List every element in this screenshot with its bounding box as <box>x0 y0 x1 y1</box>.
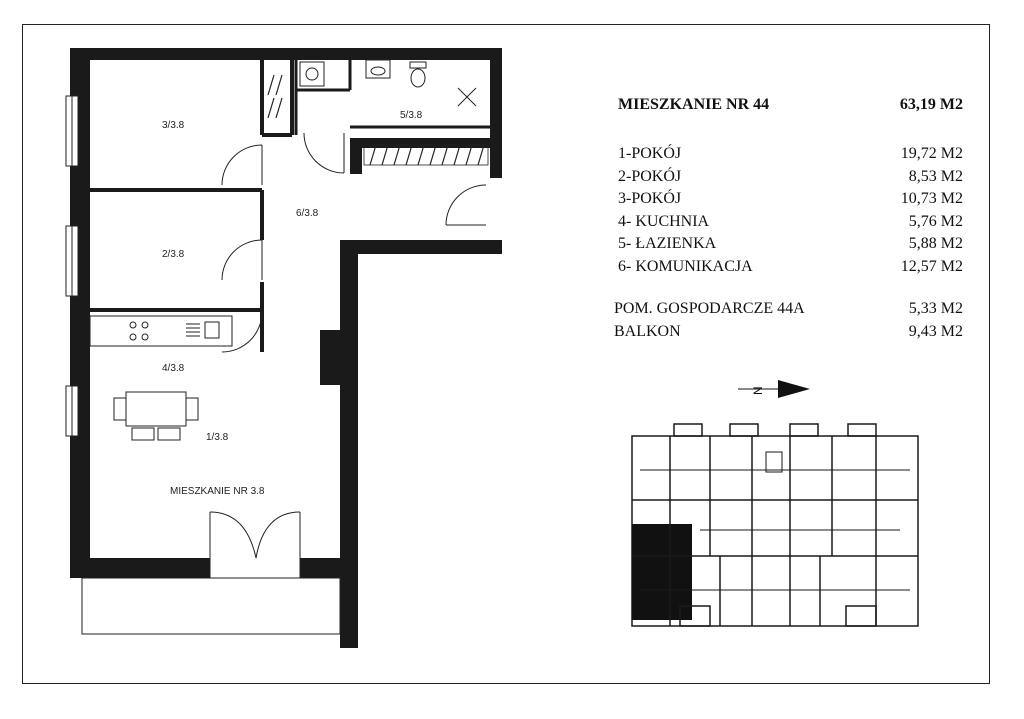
room-6-label: 6/3.8 <box>296 208 319 219</box>
apartment-total-area: 63,19 M2 <box>899 96 963 113</box>
dining-table <box>113 391 199 441</box>
kitchen-counter <box>89 315 233 347</box>
room-row: 4- KUCHNIA 5,76 M2 <box>618 213 963 236</box>
north-arrow-letter: N <box>751 386 765 395</box>
room-area: 12,57 M2 <box>900 257 963 275</box>
room-1-label: 1/3.8 <box>206 432 229 443</box>
outer-walls <box>70 48 502 648</box>
room-label: 4- KUCHNIA <box>618 212 710 230</box>
interior-walls <box>90 60 492 352</box>
apartment-title: MIESZKANIE NR 44 <box>618 96 770 113</box>
left-windows <box>65 95 79 437</box>
room-area: 8,53 M2 <box>908 167 963 185</box>
balcony-outline <box>81 577 341 635</box>
extra-label: POM. GOSPODARCZE 44A <box>614 300 805 317</box>
room-5-label: 5/3.8 <box>400 110 423 121</box>
room-row: 6- KOMUNIKACJA 12,57 M2 <box>618 258 963 281</box>
room-label: 6- KOMUNIKACJA <box>618 257 753 275</box>
door-swings <box>209 132 487 578</box>
room-label: 3-POKÓJ <box>618 190 682 208</box>
wardrobe-hatching <box>267 74 489 166</box>
room-area: 5,76 M2 <box>908 212 963 230</box>
apartment-caption: MIESZKANIE NR 3.8 <box>170 486 265 497</box>
room-3-label: 3/3.8 <box>162 120 185 131</box>
building-key-plan <box>631 423 919 627</box>
extra-areas: POM. GOSPODARCZE 44A 5,33 M2 BALKON 9,43… <box>614 300 963 346</box>
bathroom-fixtures <box>299 59 477 107</box>
room-area: 19,72 M2 <box>900 145 963 162</box>
sheet-border <box>22 24 990 684</box>
room-label: 1-POKÓJ <box>618 145 682 162</box>
extra-label: BALKON <box>614 323 681 340</box>
room-row: 1-POKÓJ 19,72 M2 <box>618 145 963 168</box>
extra-area: 5,33 M2 <box>908 300 963 317</box>
room-row: 2-POKÓJ 8,53 M2 <box>618 168 963 191</box>
room-area: 5,88 M2 <box>908 235 963 253</box>
room-4-label: 4/3.8 <box>162 363 185 374</box>
extra-row: POM. GOSPODARCZE 44A 5,33 M2 <box>614 300 963 323</box>
extra-area: 9,43 M2 <box>908 323 963 340</box>
room-label: 5- ŁAZIENKA <box>618 235 717 253</box>
room-2-label: 2/3.8 <box>162 249 185 260</box>
room-area: 10,73 M2 <box>900 190 963 208</box>
extra-row: BALKON 9,43 M2 <box>614 323 963 346</box>
north-arrow: N <box>738 380 810 398</box>
room-row: 5- ŁAZIENKA 5,88 M2 <box>618 235 963 258</box>
room-label: 2-POKÓJ <box>618 167 682 185</box>
room-list: 1-POKÓJ 19,72 M2 2-POKÓJ 8,53 M2 3-POKÓJ… <box>618 145 963 281</box>
room-row: 3-POKÓJ 10,73 M2 <box>618 190 963 213</box>
